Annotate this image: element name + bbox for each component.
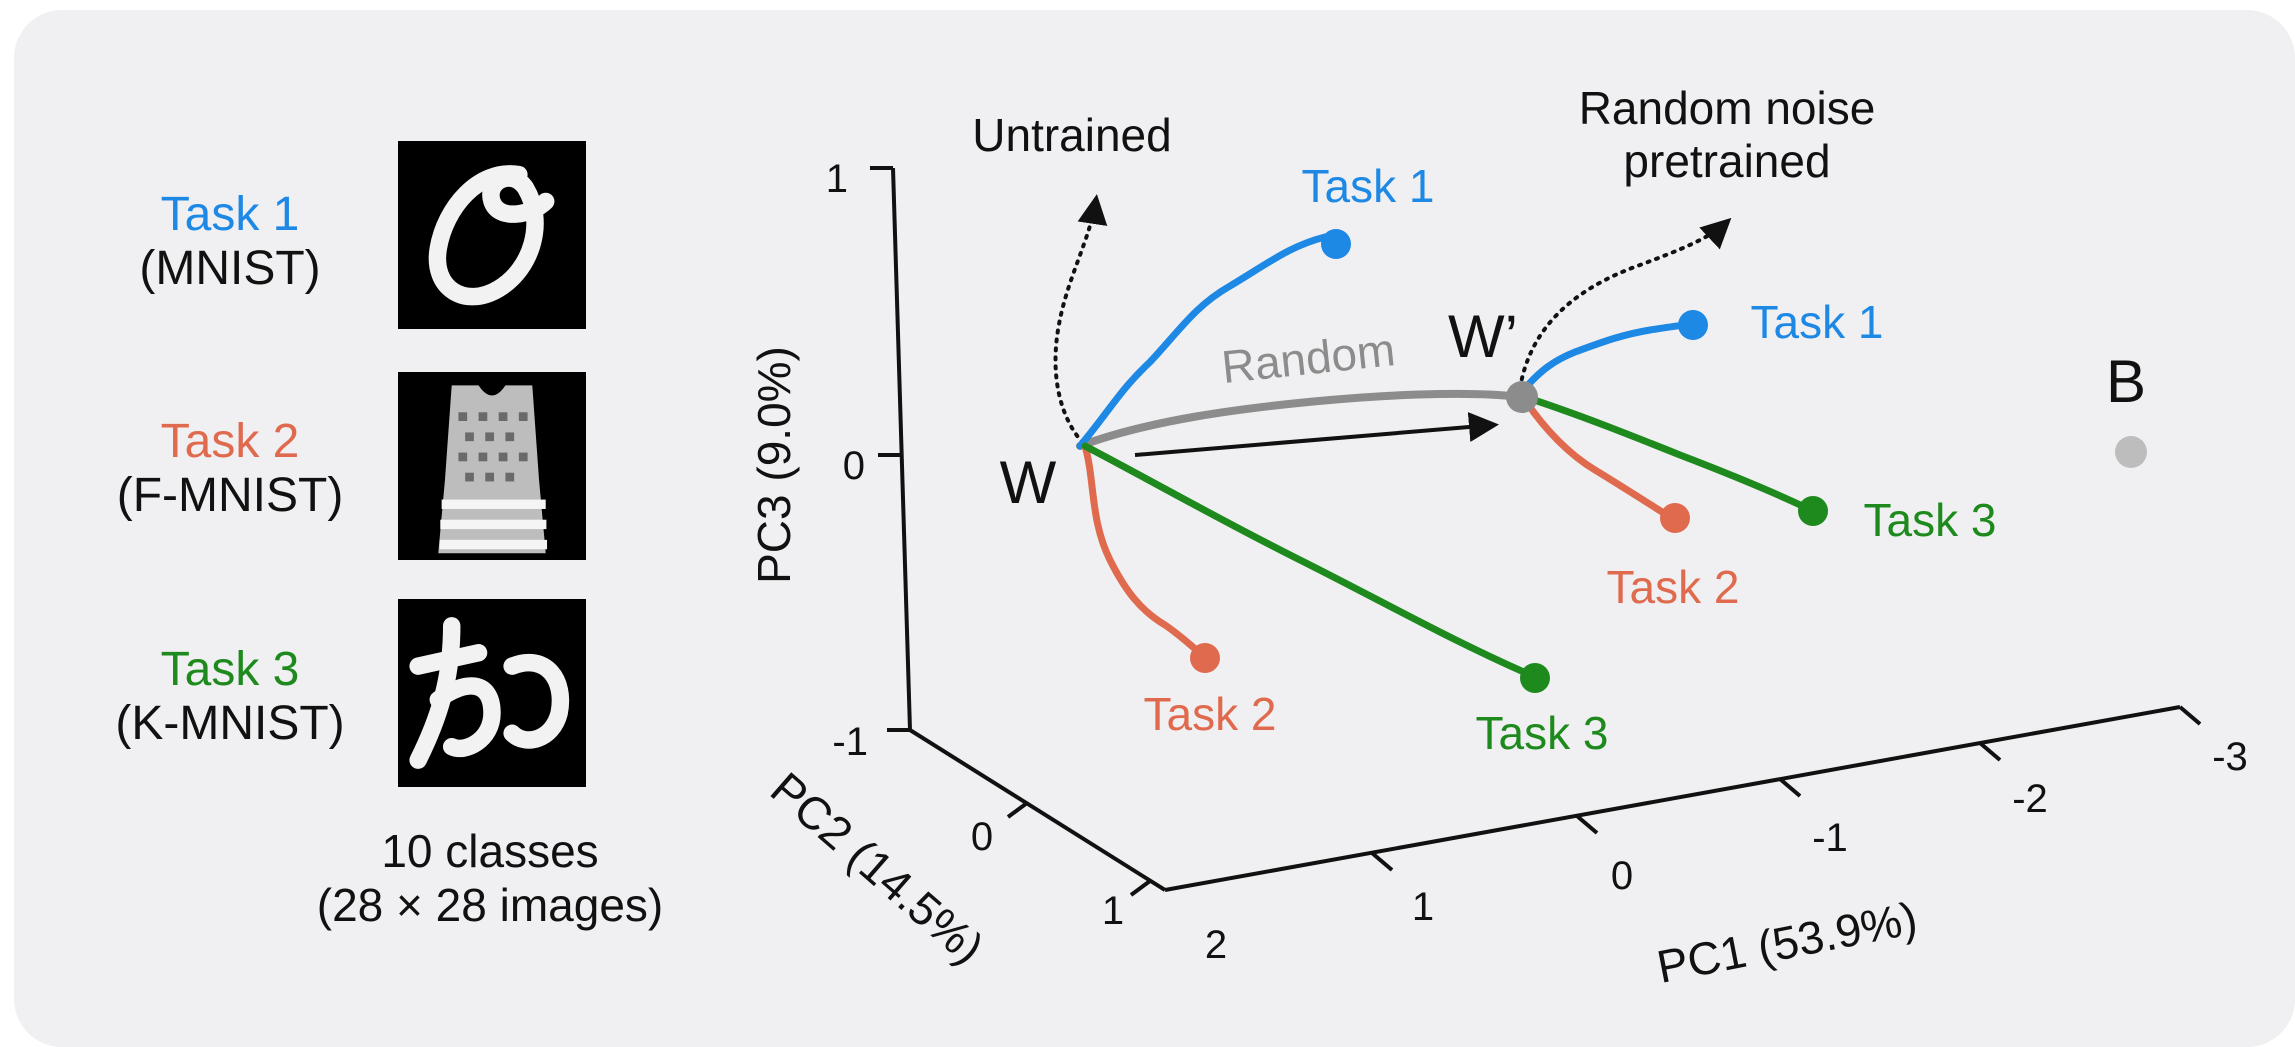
random-trajectory [1076,389,1524,450]
task3-endpoint-from-w [1520,663,1550,693]
pc1-tick [1575,814,1599,835]
pc1-tick-label-minus3: -3 [2212,735,2248,779]
pc1-tick [1978,741,2002,762]
pc1-tick-label-1: 1 [1412,885,1434,929]
random-noise-arrow [1518,217,1732,390]
pc1-tick-label-minus2: -2 [2012,777,2048,821]
untrained-annotation: Untrained [972,109,1171,161]
task2-label-from-w: Task 2 [1144,688,1277,740]
pc3-axis-line [891,167,912,731]
task1-dataset: (MNIST) [139,242,321,295]
pc3-tick-label-0: 0 [843,444,865,488]
task3-label: Task 3 (K-MNIST) [100,643,360,751]
pc3-tick-label-minus1: -1 [832,720,868,764]
classes-note: 10 classes (28 × 28 images) [270,824,710,932]
pc2-tick [1129,879,1152,897]
b-label: B [2106,348,2146,415]
task2-endpoint-from-wprime [1660,503,1690,533]
w-label: W [1000,449,1057,516]
pc2-ticks [1006,801,1152,897]
pc1-tick [2178,705,2202,726]
pc1-axis-line [1164,705,2181,892]
random-curve-label: Random [1219,323,1397,393]
task1-label: Task 1 (MNIST) [100,188,360,296]
pc1-ticks [1370,705,2202,872]
task3-trajectory-from-wprime [1521,393,1817,515]
pc1-tick [1778,777,1802,798]
pc2-tick-label-2: 2 [1205,923,1227,967]
task2-label-from-wprime: Task 2 [1607,561,1740,613]
task2-label: Task 2 (F-MNIST) [100,415,360,523]
w-prime-label: W’ [1448,303,1518,370]
pc1-axis-label: PC1 (53.9%) [1653,892,1921,993]
task3-endpoint-from-wprime [1798,496,1828,526]
task3-trajectory-from-w [1081,442,1539,681]
task2-name: Task 2 [160,415,300,468]
pc3-ticks [870,166,910,732]
random-noise-annotation-line1: Random noise [1579,82,1876,134]
task2-trajectory-from-wprime [1521,396,1674,521]
task2-endpoint-from-w [1190,643,1220,673]
pc1-tick-label-0: 0 [1611,854,1633,898]
figure-panel [14,10,2295,1047]
w-prime-point [1506,381,1538,413]
pc2-tick [1006,801,1029,819]
task3-dataset: (K-MNIST) [115,697,345,750]
pc2-axis-label: PC2 (14.5%) [761,762,994,974]
pc1-tick [1370,851,1394,872]
kmnist-character-icon [398,599,586,787]
task2-dataset: (F-MNIST) [116,469,344,522]
task2-trajectory-from-w [1081,442,1209,661]
task1-trajectory-from-wprime [1518,321,1697,396]
fmnist-dress-icon [398,372,586,560]
axes [891,167,2181,892]
task3-name: Task 3 [160,643,300,696]
task1-endpoint-from-w [1321,229,1351,259]
b-point [2115,436,2147,468]
task1-name: Task 1 [160,188,300,241]
mnist-zero-icon [398,141,586,329]
pc3-axis-label: PC3 (9.0%) [748,346,800,584]
pc2-tick-label-1: 1 [1102,889,1124,933]
random-noise-annotation-line2: pretrained [1623,135,1830,187]
task-datasets-column: Task 1 (MNIST) Task 2 (F-MNIST) [0,0,680,1047]
task1-label-from-w: Task 1 [1302,160,1435,212]
transfer-arrow [1134,412,1499,457]
untrained-arrow [1053,194,1108,445]
classes-count: 10 classes [381,825,599,877]
pc2-axis-line [908,728,1167,892]
image-size-note: (28 × 28 images) [316,879,664,931]
task3-label-from-wprime: Task 3 [1864,494,1997,546]
pc3-tick-label-1: 1 [826,157,848,201]
pc2-tick-label-0: 0 [971,815,993,859]
task3-label-from-w: Task 3 [1476,707,1609,759]
task1-endpoint-from-wprime [1678,310,1708,340]
pc1-tick-label-minus1: -1 [1812,816,1848,860]
task1-label-from-wprime: Task 1 [1751,296,1884,348]
